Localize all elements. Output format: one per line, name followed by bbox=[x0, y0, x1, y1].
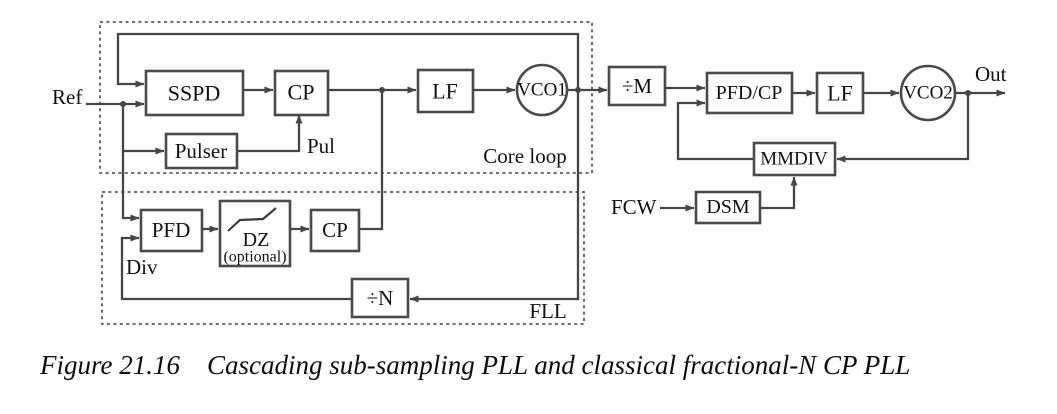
block-mmdiv bbox=[752, 141, 837, 177]
wire-mmdiv-to-pfdcp bbox=[676, 99, 754, 161]
block-pfd bbox=[139, 208, 204, 253]
block-cp-fll-label: CP bbox=[322, 218, 348, 242]
block-pulser bbox=[164, 132, 239, 170]
block-div-n bbox=[350, 277, 410, 319]
junction-loop-filter-input bbox=[379, 87, 385, 93]
block-lf-frac-label: LF bbox=[827, 81, 853, 106]
block-dsm-label: DSM bbox=[706, 196, 750, 218]
block-dsm bbox=[694, 190, 762, 225]
junction-ref bbox=[120, 101, 126, 107]
block-dz-label: DZ bbox=[243, 229, 270, 251]
wire-vco1-feedback-to-sspd bbox=[116, 32, 580, 90]
signal-fcw-label: FCW bbox=[611, 195, 657, 219]
figure-caption-text: Cascading sub-sampling PLL and classical… bbox=[206, 350, 911, 380]
block-pfd-cp bbox=[705, 71, 794, 115]
block-vco1 bbox=[515, 63, 569, 117]
wire-dsm-to-mmdiv bbox=[760, 176, 798, 210]
block-pulser-label: Pulser bbox=[175, 139, 228, 163]
block-cp-fll bbox=[309, 208, 361, 253]
block-div-m bbox=[607, 65, 667, 107]
block-mmdiv-label: MMDIV bbox=[760, 149, 828, 170]
core-loop-label: Core loop bbox=[483, 144, 566, 168]
signal-pul-label: Pul bbox=[307, 134, 335, 158]
figure-caption: Figure 21.16 Cascading sub-sampling PLL a… bbox=[40, 350, 1040, 381]
figure-caption-number: Figure 21.16 bbox=[40, 350, 180, 380]
wire-vco1-to-divn bbox=[409, 90, 580, 303]
block-lf-frac bbox=[815, 71, 865, 115]
block-cp-core-label: CP bbox=[288, 80, 315, 105]
wire-cpfll-to-loopfilter-node bbox=[359, 90, 384, 231]
block-cp-core bbox=[273, 69, 330, 117]
block-vco1-label: VCO1 bbox=[517, 80, 567, 101]
block-vco2 bbox=[899, 64, 957, 122]
wire-divn-to-pfd bbox=[120, 234, 352, 301]
block-lf-core-label: LF bbox=[432, 79, 458, 104]
pll-block-diagram: SSPD CP Pulser LF VCO1 ÷M PFD/CP LF VCO2… bbox=[52, 21, 1007, 325]
block-sspd-label: SSPD bbox=[168, 81, 221, 106]
wire-ref-to-pfd bbox=[121, 151, 140, 222]
junction-vco1-output bbox=[575, 87, 581, 93]
block-vco2-label: VCO2 bbox=[903, 83, 953, 104]
block-pfd-cp-label: PFD/CP bbox=[716, 82, 783, 104]
block-div-n-label: ÷N bbox=[367, 286, 394, 310]
block-dz-note: (optional) bbox=[223, 249, 286, 266]
fll-label: FLL bbox=[529, 299, 566, 323]
block-sspd bbox=[144, 69, 245, 117]
block-dz bbox=[218, 199, 292, 268]
core-loop-boundary bbox=[99, 21, 593, 174]
signal-div-label: Div bbox=[126, 255, 158, 279]
wire-vco2-to-mmdiv bbox=[836, 93, 970, 163]
deadzone-curve-icon bbox=[227, 207, 277, 232]
signal-out-label: Out bbox=[975, 62, 1007, 86]
block-div-m-label: ÷M bbox=[622, 74, 653, 98]
block-pfd-label: PFD bbox=[152, 218, 191, 242]
junction-vco2-output bbox=[965, 90, 971, 96]
block-lf-core bbox=[416, 68, 475, 114]
wire-pulser-to-cp bbox=[237, 114, 303, 153]
signal-ref-label: Ref bbox=[52, 85, 82, 109]
